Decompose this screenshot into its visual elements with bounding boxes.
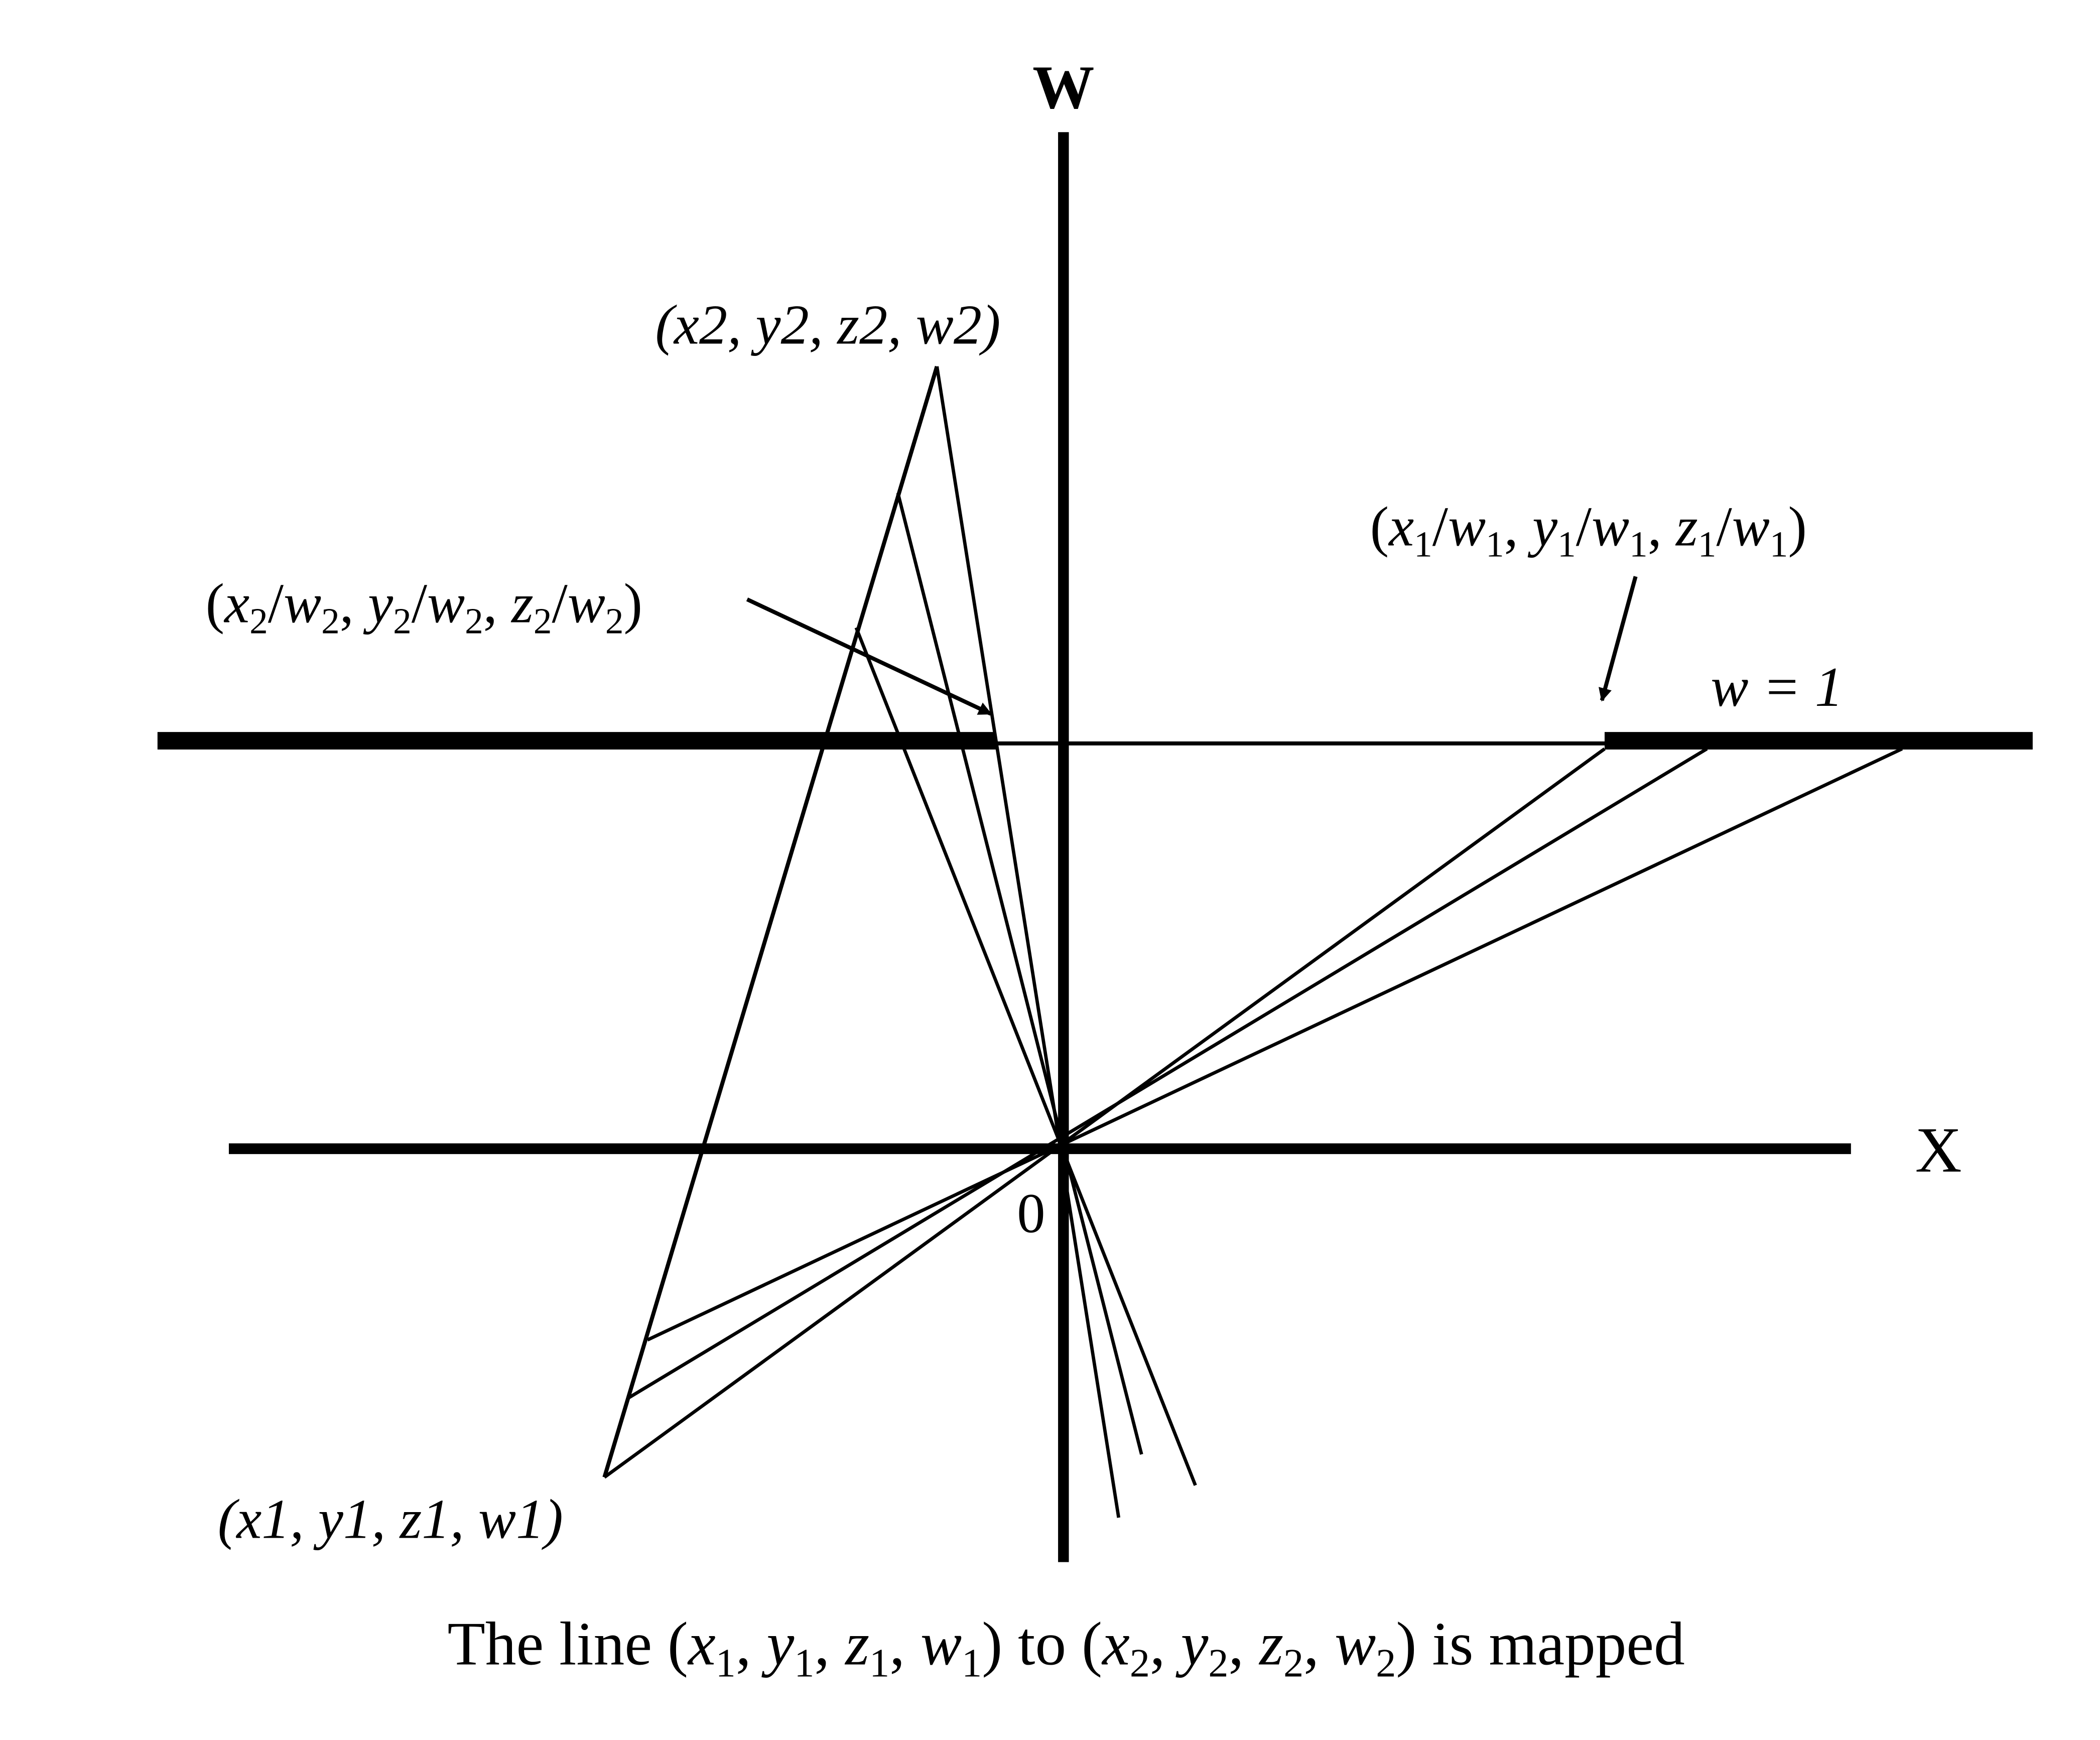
math-variable: w	[427, 573, 465, 635]
math-subscript: 2	[1283, 1641, 1303, 1685]
label-text: ,	[889, 1609, 921, 1678]
ray	[627, 747, 1708, 1400]
math-variable: y	[1175, 1609, 1209, 1678]
label-text: ) is mapped	[1396, 1609, 1685, 1678]
label-text: ,	[814, 1609, 845, 1678]
math-variable: x	[1388, 496, 1414, 558]
label-text: ,	[1648, 496, 1676, 558]
x-axis-label: X	[1915, 1114, 1962, 1186]
math-variable: z	[510, 573, 534, 635]
math-variable: x	[1101, 1609, 1130, 1678]
label-text: /	[412, 573, 428, 635]
math-variable: w	[1592, 496, 1629, 558]
math-subscript: 2	[605, 600, 624, 641]
projected1-label: (x1/w1, y1/w1, z1/w1)	[1370, 496, 1807, 565]
original-line-segment	[602, 365, 939, 1478]
math-variable: w	[284, 573, 321, 635]
label-text: (	[206, 573, 225, 635]
math-subscript: 1	[1698, 524, 1717, 565]
math-variable: z	[1675, 496, 1698, 558]
arrow-projected2	[746, 597, 992, 716]
math-subscript: 1	[1414, 524, 1432, 565]
math-variable: w	[1732, 496, 1770, 558]
label-text: ,	[1228, 1609, 1259, 1678]
math-subscript: 2	[465, 600, 483, 641]
math-subscript: 1	[1557, 524, 1576, 565]
label-text: /	[552, 573, 568, 635]
label-text: /	[1716, 496, 1732, 558]
origin-label: 0	[1017, 1182, 1045, 1245]
label-text: ,	[483, 573, 511, 635]
label-text: /	[1576, 496, 1592, 558]
math-subscript: 2	[393, 600, 412, 641]
caption: The line (x1, y1, z1, w1) to (x2, y2, z2…	[447, 1609, 1684, 1685]
math-subscript: 2	[321, 600, 340, 641]
label-text: The line (	[447, 1609, 688, 1678]
math-subscript: 1	[794, 1641, 814, 1685]
math-subscript: 2	[534, 600, 552, 641]
arrow-projected1	[1599, 576, 1638, 702]
math-variable: z	[844, 1609, 869, 1678]
math-variable: z	[1258, 1609, 1283, 1678]
ray	[935, 366, 1121, 1518]
ray	[646, 747, 1903, 1342]
w-axis-label: W	[1032, 53, 1094, 121]
label-text: ,	[1303, 1609, 1335, 1678]
math-subscript: 2	[1208, 1641, 1228, 1685]
point1-label: (x1, y1, z1, w1)	[218, 1488, 563, 1550]
label-text: ) to (	[982, 1609, 1102, 1678]
math-variable: x	[223, 573, 249, 635]
projected2-label: (x2/w2, y2/w2, z2/w2)	[206, 573, 642, 642]
math-subscript: 2	[1376, 1641, 1396, 1685]
math-variable: w	[921, 1609, 962, 1678]
math-variable: w	[1448, 496, 1486, 558]
math-subscript: 1	[716, 1641, 736, 1685]
math-variable: y	[1527, 496, 1558, 558]
ray	[896, 492, 1143, 1455]
plane-label: w = 1	[1711, 656, 1843, 718]
math-variable: w	[1335, 1609, 1376, 1678]
projection-rays	[603, 366, 1903, 1518]
math-subscript: 1	[869, 1641, 889, 1685]
math-variable: w	[568, 573, 605, 635]
math-variable: x	[687, 1609, 716, 1678]
label-text: )	[624, 573, 643, 635]
math-variable: y	[761, 1609, 795, 1678]
math-subscript: 1	[1486, 524, 1504, 565]
label-text: /	[268, 573, 284, 635]
ray	[854, 627, 1197, 1486]
label-text: ,	[340, 573, 368, 635]
label-text: ,	[1150, 1609, 1181, 1678]
label-text: ,	[1504, 496, 1532, 558]
math-subscript: 1	[1629, 524, 1648, 565]
math-subscript: 1	[962, 1641, 982, 1685]
point2-label: (x2, y2, z2, w2)	[655, 294, 1000, 356]
label-text: ,	[736, 1609, 767, 1678]
label-text: )	[1788, 496, 1807, 558]
math-subscript: 2	[249, 600, 268, 641]
math-subscript: 1	[1770, 524, 1788, 565]
math-variable: y	[363, 573, 393, 635]
math-subscript: 2	[1130, 1641, 1150, 1685]
label-text: (	[1370, 496, 1389, 558]
label-text: /	[1432, 496, 1449, 558]
